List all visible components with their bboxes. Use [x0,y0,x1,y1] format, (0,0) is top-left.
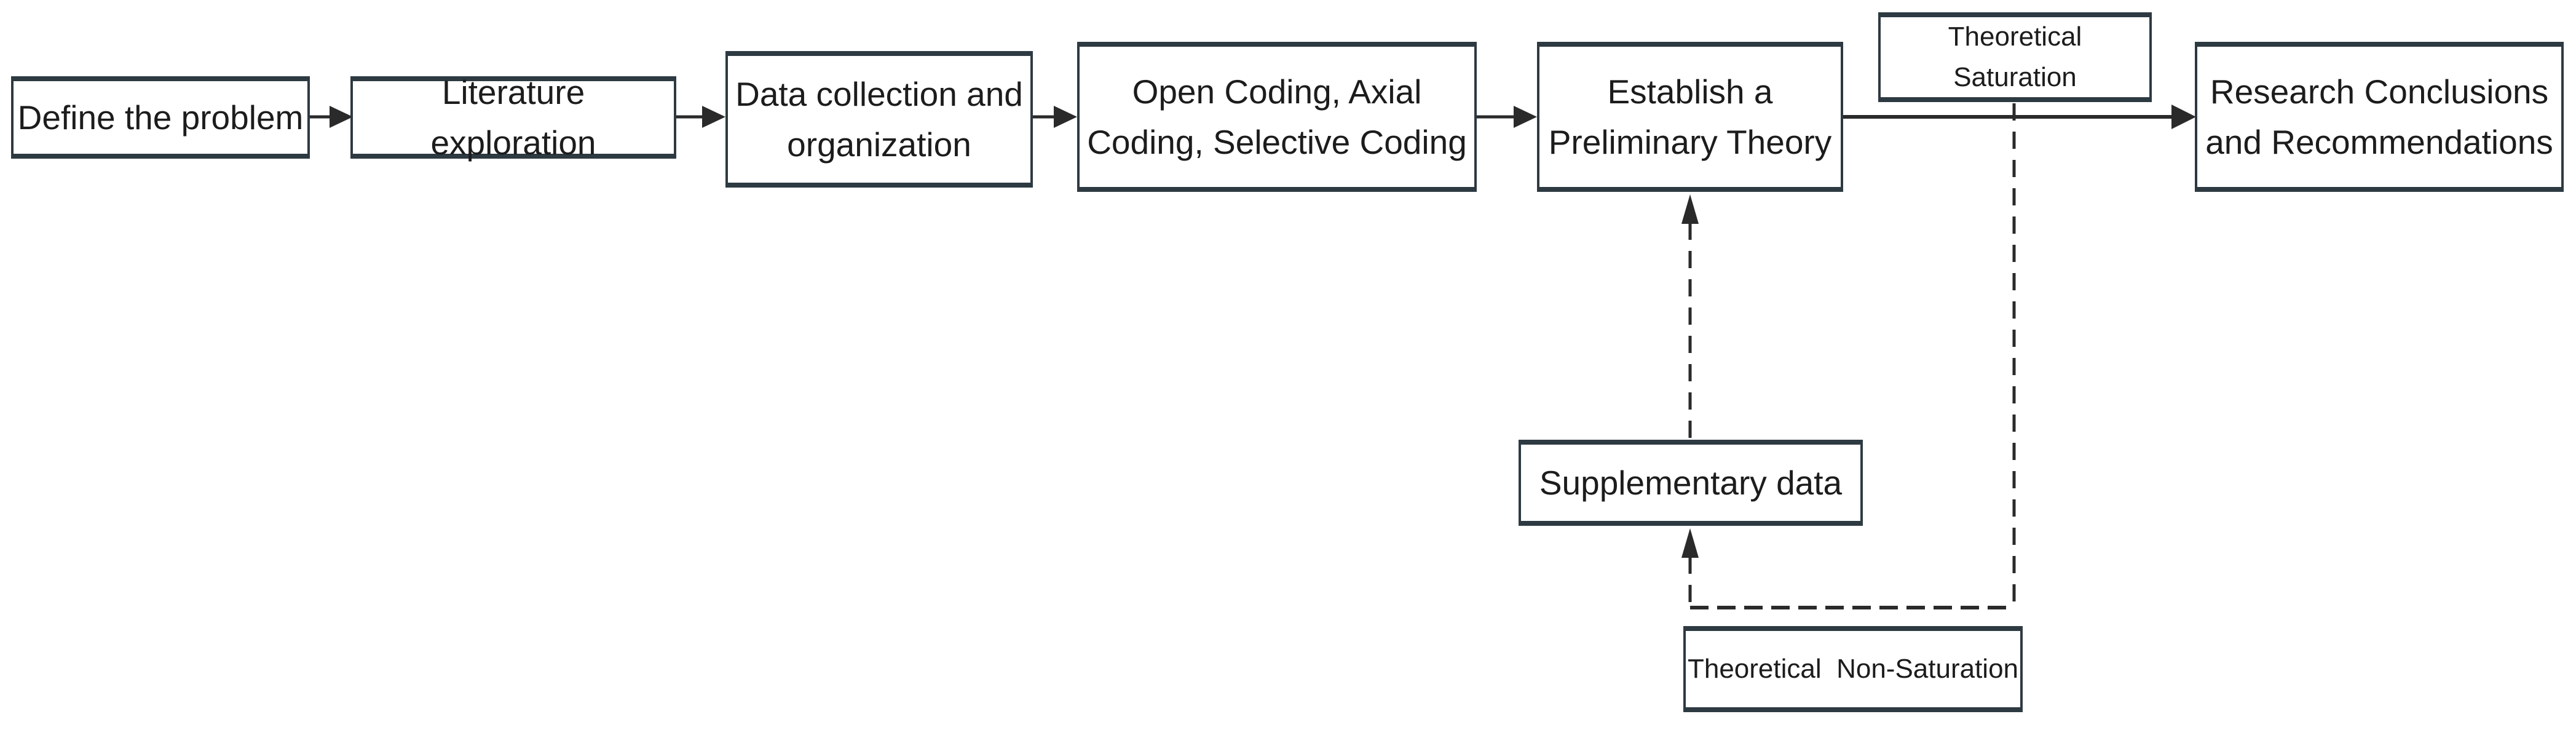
arrow-define-to-literature [305,106,353,128]
arrow-coding-to-establish [1476,106,1537,128]
node-data-collection: Data collection and organization [725,51,1033,188]
node-research-conclusions-label: Research Conclusions and Recommendations [2205,72,2553,162]
node-supplementary-data: Supplementary data [1519,440,1863,526]
node-theoretical-saturation: Theoretical Saturation [1878,12,2152,102]
node-establish-preliminary-theory: Establish a Preliminary Theory [1537,42,1843,192]
arrow-literature-to-datacollection [675,106,725,128]
node-research-conclusions: Research Conclusions and Recommendations [2195,42,2564,192]
node-literature-exploration-label: Literature exploration [430,73,596,162]
node-open-axial-selective-coding-label: Open Coding, Axial Coding, Selective Cod… [1087,72,1467,162]
node-define-problem-label: Define the problem [17,98,304,137]
node-establish-preliminary-theory-label: Establish a Preliminary Theory [1548,72,1832,162]
dashed-arrow-loop-to-supplementary [1681,528,1699,608]
node-theoretical-saturation-label: Theoretical Saturation [1948,22,2082,92]
dashed-arrow-supplementary-to-establish [1681,194,1699,440]
node-theoretical-non-saturation: Theoretical Non-Saturation [1683,626,2023,712]
arrow-establish-to-conclusions [1842,105,2196,129]
node-open-axial-selective-coding: Open Coding, Axial Coding, Selective Cod… [1077,42,1477,192]
node-define-problem: Define the problem [11,76,310,159]
arrow-datacollection-to-coding [1032,106,1077,128]
node-supplementary-data-label: Supplementary data [1539,463,1843,502]
node-literature-exploration: Literature exploration [350,73,676,162]
node-theoretical-non-saturation-label: Theoretical Non-Saturation [1687,654,2019,684]
node-data-collection-label: Data collection and organization [735,74,1023,164]
